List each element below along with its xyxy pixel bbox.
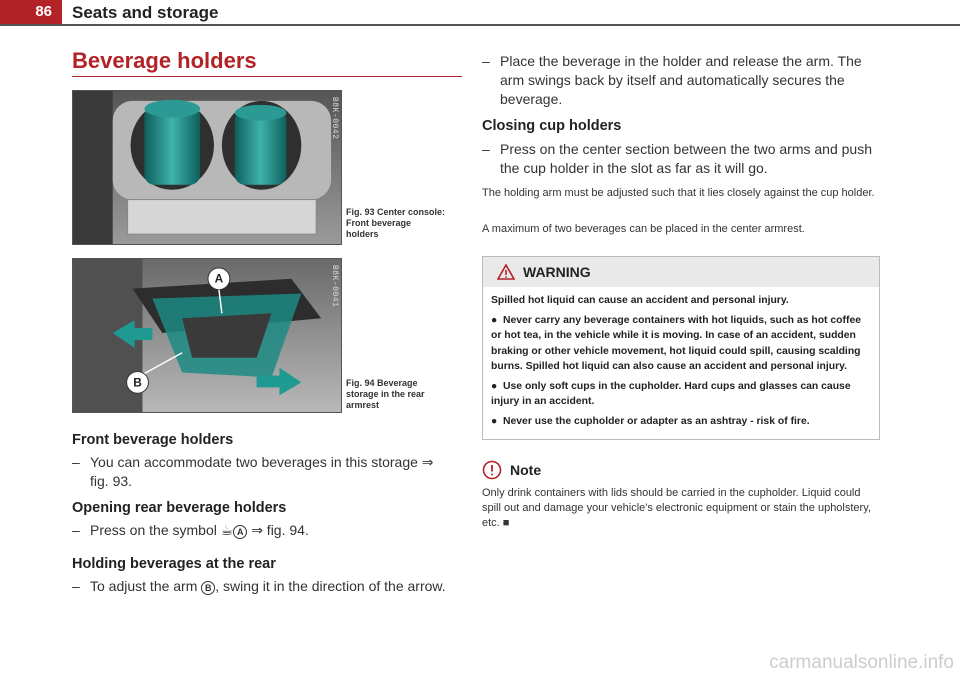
warning-item: ●Use only soft cups in the cupholder. Ha…: [491, 380, 851, 408]
warning-item: ●Never use the cupholder or adapter as a…: [491, 415, 810, 427]
max-beverages-note: A maximum of two beverages can be placed…: [482, 223, 805, 235]
label-a: A: [215, 272, 224, 286]
heading-front-beverage-holders: Front beverage holders: [72, 432, 234, 448]
warning-item: ●Never carry any beverage containers wit…: [491, 314, 862, 373]
note-title: Note: [510, 462, 542, 478]
page-header: 86 Seats and storage: [0, 0, 960, 26]
circle-b-icon: B: [201, 581, 216, 595]
heading-closing-cup-holders: Closing cup holders: [482, 118, 622, 134]
figure-code: B8K-0042: [330, 97, 339, 140]
note-info-icon: [482, 460, 502, 480]
opening-rear-text: –Press on the symbol ☕A ⇒ fig. 94.: [72, 522, 309, 539]
note-header: Note: [482, 460, 541, 480]
warning-title: WARNING: [523, 264, 591, 280]
circle-a-icon: A: [233, 525, 248, 539]
warning-body: Spilled hot liquid can cause an accident…: [483, 287, 879, 439]
warning-triangle-icon: [497, 264, 515, 280]
warning-header: WARNING: [483, 257, 879, 287]
header-rule: [0, 24, 960, 26]
figure-caption-93: Fig. 93 Center console: Front beverage h…: [346, 207, 446, 239]
label-b: B: [133, 375, 142, 389]
rear-armrest-illustration: A B: [73, 259, 341, 412]
note-text: Only drink containers with lids should b…: [482, 487, 871, 529]
holding-rear-text: –To adjust the arm B, swing it in the di…: [72, 578, 446, 595]
figure-rear-armrest: A B B8K-0041: [72, 258, 342, 413]
cup-icon: ☕: [220, 522, 234, 538]
place-beverage-text: –Place the beverage in the holder and re…: [482, 53, 862, 107]
heading-holding-beverages-rear: Holding beverages at the rear: [72, 556, 276, 572]
figure-front-cupholders: B8K-0042: [72, 90, 342, 245]
watermark: carmanualsonline.info: [769, 652, 954, 673]
section-title: Seats and storage: [72, 3, 219, 22]
warning-box: WARNING Spilled hot liquid can cause an …: [482, 256, 880, 440]
page-number: 86: [0, 0, 62, 24]
heading-opening-rear-holders: Opening rear beverage holders: [72, 500, 287, 516]
holding-arm-note: The holding arm must be adjusted such th…: [482, 187, 875, 199]
front-holders-text: –You can accommodate two beverages in th…: [72, 454, 434, 489]
page-title: Beverage holders: [72, 48, 257, 73]
front-console-illustration: [73, 91, 341, 244]
figure-code: B8K-0041: [330, 265, 339, 308]
title-rule: [72, 76, 462, 77]
warning-lead: Spilled hot liquid can cause an accident…: [491, 295, 789, 306]
closing-text: –Press on the center section between the…: [482, 141, 872, 176]
figure-caption-94: Fig. 94 Beverage storage in the rear arm…: [346, 378, 425, 410]
